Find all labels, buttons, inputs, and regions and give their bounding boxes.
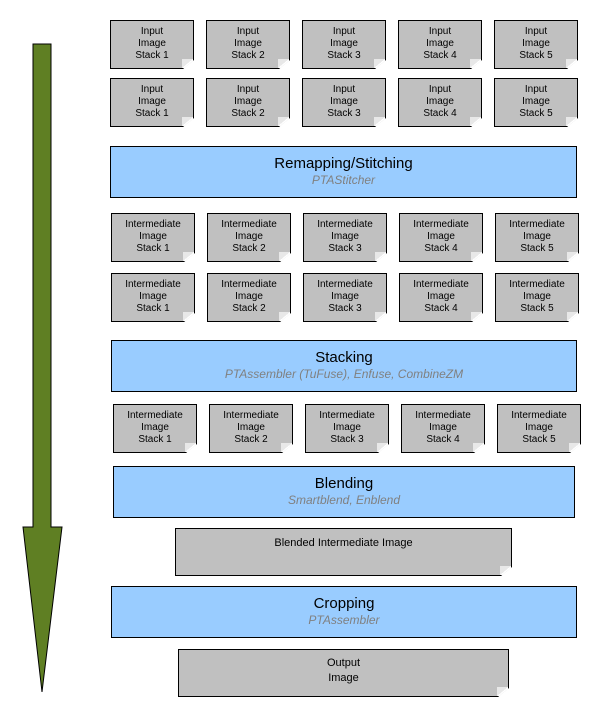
input-stack-2: Input Image Stack 2 [206,20,290,69]
document-label: Input Image Stack 4 [423,84,457,119]
page-fold-icon [279,312,290,321]
document-label: Intermediate Image Stack 2 [223,410,279,445]
document-label: Input Image Stack 2 [231,84,265,119]
intermediate-stack-3: Intermediate Image Stack 3 [303,213,387,262]
intermediate-stack-5: Intermediate Image Stack 5 [495,213,579,262]
intermediate-stack-5: Intermediate Image Stack 5 [495,273,579,322]
page-fold-icon [471,252,482,261]
process-title: Remapping/Stitching [274,155,413,172]
blended-intermediate-image: Blended Intermediate Image [175,528,512,576]
intermediate-stack-2: Intermediate Image Stack 2 [209,404,293,453]
document-label: Intermediate Image Stack 1 [127,410,183,445]
intermediate-stack-2: Intermediate Image Stack 2 [207,273,291,322]
input-stack-1: Input Image Stack 1 [110,20,194,69]
page-fold-icon [183,312,194,321]
page-fold-icon [374,117,385,126]
page-fold-icon [567,252,578,261]
page-fold-icon [278,59,289,68]
document-label: Intermediate Image Stack 4 [413,219,469,254]
output-image: Output Image [178,649,509,697]
page-fold-icon [185,443,196,452]
page-fold-icon [375,252,386,261]
intermediate-stack-5: Intermediate Image Stack 5 [497,404,581,453]
process-title: Cropping [313,595,375,612]
intermediate-stack-3: Intermediate Image Stack 3 [303,273,387,322]
page-fold-icon [473,443,484,452]
input-stack-4: Input Image Stack 4 [398,20,482,69]
page-fold-icon [281,443,292,452]
process-tool: PTAssembler (TuFuse), Enfuse, CombineZM [224,367,464,381]
page-fold-icon [471,312,482,321]
document-label: Input Image Stack 4 [423,26,457,61]
intermediate-stack-4: Intermediate Image Stack 4 [401,404,485,453]
input-stack-1: Input Image Stack 1 [110,78,194,127]
document-label: Intermediate Image Stack 5 [509,279,565,314]
page-fold-icon [497,687,508,696]
document-label: Intermediate Image Stack 2 [221,279,277,314]
page-fold-icon [500,566,511,575]
document-label: Intermediate Image Stack 3 [317,219,373,254]
intermediate-stack-1: Intermediate Image Stack 1 [111,273,195,322]
input-stack-2: Input Image Stack 2 [206,78,290,127]
process-remapping-stitching: Remapping/Stitching PTAStitcher [110,146,577,198]
workflow-arrow-shape [22,43,63,693]
page-fold-icon [566,59,577,68]
process-tool: Smartblend, Enblend [287,493,401,507]
document-label: Intermediate Image Stack 4 [413,279,469,314]
intermediate-stack-2: Intermediate Image Stack 2 [207,213,291,262]
input-stack-3: Input Image Stack 3 [302,78,386,127]
workflow-arrow [22,43,63,693]
document-label: Output Image [326,657,361,684]
document-label: Intermediate Image Stack 3 [317,279,373,314]
input-stack-5: Input Image Stack 5 [494,20,578,69]
page-fold-icon [279,252,290,261]
intermediate-stack-1: Intermediate Image Stack 1 [111,213,195,262]
input-stack-5: Input Image Stack 5 [494,78,578,127]
page-fold-icon [183,252,194,261]
document-label: Intermediate Image Stack 1 [125,279,181,314]
process-title: Blending [314,475,374,492]
process-tool: PTAssembler [308,613,380,627]
intermediate-stack-1: Intermediate Image Stack 1 [113,404,197,453]
intermediate-stack-4: Intermediate Image Stack 4 [399,213,483,262]
document-label: Intermediate Image Stack 3 [319,410,375,445]
process-cropping: Cropping PTAssembler [111,586,577,638]
document-label: Input Image Stack 5 [519,84,553,119]
document-label: Intermediate Image Stack 1 [125,219,181,254]
page-fold-icon [470,59,481,68]
intermediate-stack-3: Intermediate Image Stack 3 [305,404,389,453]
process-stacking: Stacking PTAssembler (TuFuse), Enfuse, C… [111,340,577,392]
page-fold-icon [374,59,385,68]
document-label: Input Image Stack 2 [231,26,265,61]
document-label: Blended Intermediate Image [274,537,413,549]
input-stack-4: Input Image Stack 4 [398,78,482,127]
page-fold-icon [182,117,193,126]
page-fold-icon [375,312,386,321]
page-fold-icon [182,59,193,68]
document-label: Intermediate Image Stack 5 [511,410,567,445]
page-fold-icon [470,117,481,126]
document-label: Input Image Stack 1 [135,26,169,61]
intermediate-stack-4: Intermediate Image Stack 4 [399,273,483,322]
document-label: Input Image Stack 5 [519,26,553,61]
process-tool: PTAStitcher [311,173,376,187]
page-fold-icon [566,117,577,126]
document-label: Intermediate Image Stack 4 [415,410,471,445]
page-fold-icon [569,443,580,452]
document-label: Input Image Stack 3 [327,84,361,119]
input-stack-3: Input Image Stack 3 [302,20,386,69]
document-label: Intermediate Image Stack 5 [509,219,565,254]
document-label: Input Image Stack 3 [327,26,361,61]
process-blending: Blending Smartblend, Enblend [113,466,575,518]
page-fold-icon [567,312,578,321]
process-title: Stacking [315,349,373,366]
page-fold-icon [377,443,388,452]
document-label: Intermediate Image Stack 2 [221,219,277,254]
document-label: Input Image Stack 1 [135,84,169,119]
page-fold-icon [278,117,289,126]
